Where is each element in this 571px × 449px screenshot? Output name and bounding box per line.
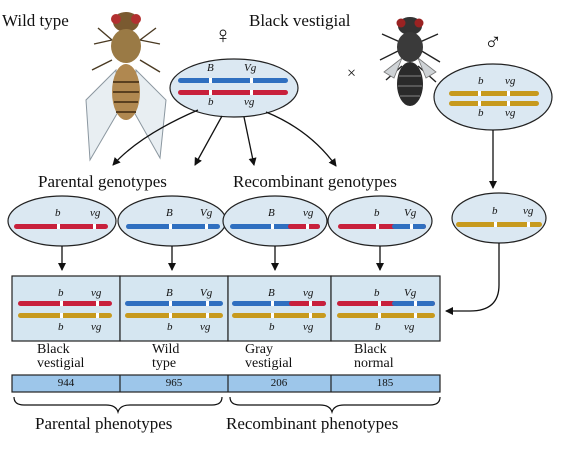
offspring-4-bottom-allele-1: b — [375, 321, 381, 333]
phenotype-4-line-1: Black — [354, 342, 387, 357]
phenotype-1-line-1: Black — [37, 342, 70, 357]
male-gamete-allele-1: b — [492, 205, 498, 217]
offspring-2-chromosomes — [125, 301, 223, 318]
black-vestigial-label: Black vestigial — [249, 11, 351, 30]
male-chromosome-2 — [449, 101, 539, 106]
male-chromosome-1 — [449, 91, 539, 96]
count-4: 185 — [376, 377, 394, 389]
offspring-1-top-allele-1: b — [58, 287, 64, 299]
offspring-1-chromosomes — [18, 301, 112, 318]
offspring-2-bottom-allele-1: b — [167, 321, 173, 333]
phenotype-1-line-2: vestigial — [37, 356, 85, 371]
phenotype-1-label: Black vestigial — [37, 343, 84, 371]
gamete-oval-2 — [117, 195, 227, 247]
phenotype-3-line-1: Gray — [245, 342, 273, 357]
phenotype-3-label: Gray vestigial — [245, 343, 292, 371]
female-allele-bottom-2: vg — [244, 96, 255, 108]
male-symbol: ♂ — [484, 30, 502, 56]
offspring-3-top-allele-1: B — [268, 287, 275, 299]
offspring-box-2 — [119, 275, 229, 342]
black-vestigial-fly-illustration — [379, 17, 441, 106]
gamete-3-allele-2: vg — [303, 207, 314, 219]
gamete-4-chromosome — [338, 224, 426, 229]
recombinant-genotypes-label: Recombinant genotypes — [233, 172, 397, 191]
male-allele-top-2: vg — [505, 75, 516, 87]
phenotype-2-line-2: type — [152, 356, 177, 371]
count-1: 944 — [57, 377, 75, 389]
phenotype-4-label: Black normal — [354, 343, 394, 371]
female-parent-oval — [169, 58, 299, 118]
offspring-1-top-allele-2: vg — [91, 287, 102, 299]
recombinant-phenotypes-label: Recombinant phenotypes — [226, 414, 399, 433]
count-bar — [11, 374, 441, 393]
parental-genotypes-label: Parental genotypes — [38, 172, 167, 191]
wild-type-fly-illustration — [85, 12, 167, 162]
offspring-4-chromosomes — [337, 301, 435, 318]
gamete-3-chromosome — [230, 224, 320, 229]
offspring-4-top-allele-2: Vg — [404, 287, 417, 299]
female-chromosome-blue — [178, 78, 288, 83]
offspring-3-bottom-allele-1: b — [269, 321, 275, 333]
female-to-gamete-arrows — [112, 109, 337, 167]
offspring-1-bottom-allele-1: b — [58, 321, 64, 333]
phenotype-2-label: Wild type — [152, 343, 179, 371]
offspring-2-top-allele-2: Vg — [200, 287, 213, 299]
gamete-4-allele-1: b — [374, 207, 380, 219]
gamete-4-allele-2: Vg — [404, 207, 417, 219]
gamete-1-allele-1: b — [55, 207, 61, 219]
gamete-oval-3 — [222, 195, 328, 247]
offspring-box-4 — [330, 275, 441, 342]
offspring-3-top-allele-2: vg — [303, 287, 314, 299]
phenotype-4-line-2: normal — [354, 356, 394, 371]
offspring-2-bottom-allele-2: vg — [200, 321, 211, 333]
offspring-box-1 — [11, 275, 121, 342]
offspring-4-top-allele-1: b — [374, 287, 380, 299]
gamete-1-allele-2: vg — [90, 207, 101, 219]
offspring-2-top-allele-1: B — [166, 287, 173, 299]
gamete-3-allele-1: B — [268, 207, 275, 219]
gamete-1-chromosome — [14, 224, 108, 229]
gamete-2-allele-1: B — [166, 207, 173, 219]
gamete-to-offspring-arrows — [58, 243, 500, 315]
female-chromosome-red — [178, 90, 288, 95]
male-gamete-allele-2: vg — [523, 205, 534, 217]
wild-type-label: Wild type — [2, 11, 69, 30]
female-symbol: ♀ — [214, 23, 232, 49]
male-parent-oval — [433, 63, 553, 131]
gamete-oval-4 — [327, 195, 433, 247]
offspring-3-chromosomes — [232, 301, 326, 318]
count-2: 965 — [165, 377, 183, 389]
male-allele-top-1: b — [478, 75, 484, 87]
male-allele-bottom-1: b — [478, 107, 484, 119]
count-3: 206 — [270, 377, 288, 389]
gamete-2-allele-2: Vg — [200, 207, 213, 219]
recombinant-bracket — [229, 396, 441, 415]
parental-phenotypes-label: Parental phenotypes — [35, 414, 173, 433]
male-allele-bottom-2: vg — [505, 107, 516, 119]
male-gamete-oval — [451, 192, 547, 244]
female-allele-top-2: Vg — [244, 62, 257, 74]
phenotype-2-line-1: Wild — [152, 342, 180, 357]
gamete-oval-1 — [7, 195, 117, 247]
parental-bracket — [13, 396, 223, 415]
offspring-1-bottom-allele-2: vg — [91, 321, 102, 333]
female-allele-bottom-1: b — [208, 96, 214, 108]
phenotype-3-line-2: vestigial — [245, 356, 293, 371]
offspring-box-3 — [227, 275, 332, 342]
male-gamete-chromosome — [456, 222, 542, 227]
offspring-4-bottom-allele-2: vg — [404, 321, 415, 333]
offspring-3-bottom-allele-2: vg — [303, 321, 314, 333]
female-allele-top-1: B — [207, 62, 214, 74]
cross-symbol: × — [347, 65, 357, 82]
gamete-2-chromosome — [126, 224, 220, 229]
